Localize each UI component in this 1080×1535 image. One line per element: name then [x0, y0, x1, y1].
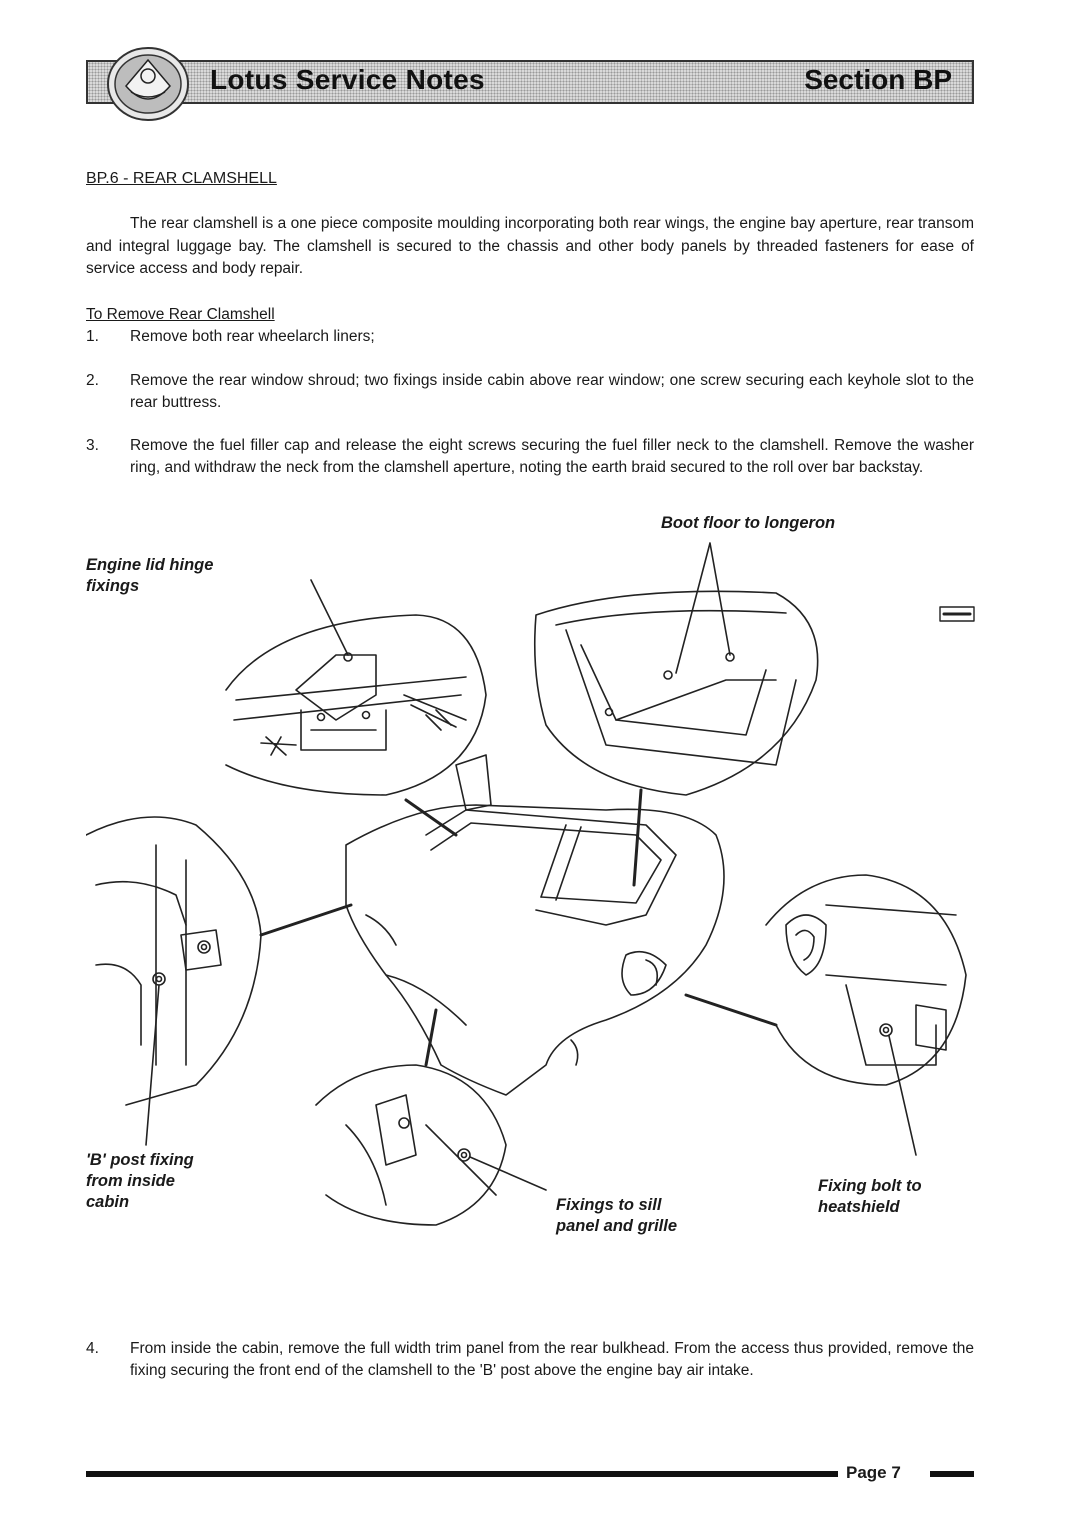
callout-line: from inside [86, 1172, 175, 1190]
step-number: 1. [86, 328, 99, 345]
footer-rule-left [86, 1471, 838, 1477]
header-title: Lotus Service Notes [210, 64, 485, 95]
rear-clamshell-diagram [86, 542, 975, 1226]
step-number: 3. [86, 437, 99, 454]
callout-boot-floor: Boot floor to longeron [661, 514, 836, 532]
step-text: Remove both rear wheelarch liners; [130, 328, 375, 345]
step-text: Remove the fuel filler cap and release t… [130, 437, 974, 476]
step-text: Remove the rear window shroud; two fixin… [130, 372, 974, 411]
callout-line: panel and grille [556, 1217, 678, 1235]
step-2: 2. Remove the rear window shroud; two fi… [86, 370, 974, 413]
header-section: Section BP [804, 64, 952, 95]
leader-hinge-to-body [404, 798, 458, 837]
inset-boot-floor [533, 542, 819, 796]
callout-line: Fixing bolt to [818, 1177, 922, 1195]
step-3: 3. Remove the fuel filler cap and releas… [86, 435, 974, 478]
step-number: 2. [86, 372, 99, 389]
part-number-box [939, 606, 975, 622]
callout-sill: Fixings to sill panel and grille [556, 1195, 677, 1237]
leader-bpost-to-body [259, 903, 353, 937]
step-1: 1. Remove both rear wheelarch liners; [86, 326, 974, 348]
step-number: 4. [86, 1340, 99, 1357]
clamshell-body [345, 754, 725, 1096]
callout-line: Engine lid hinge [86, 556, 214, 574]
inset-b-post [86, 816, 262, 1146]
step-text: From inside the cabin, remove the full w… [130, 1340, 974, 1379]
header-bar [86, 60, 974, 104]
callout-engine-lid: Engine lid hinge fixings [86, 555, 213, 597]
callout-line: cabin [86, 1193, 130, 1211]
leader-boot-to-body [632, 788, 643, 887]
footer-rule-right [930, 1471, 974, 1477]
step-4: 4. From inside the cabin, remove the ful… [86, 1338, 974, 1381]
callout-line: 'B' post fixing [86, 1151, 194, 1169]
intro-paragraph: The rear clamshell is a one piece compos… [86, 215, 974, 277]
page-number: Page 7 [846, 1463, 901, 1482]
inset-heatshield [765, 874, 967, 1156]
leader-heatshield-to-body [684, 993, 778, 1027]
callout-heatshield: Fixing bolt to heatshield [818, 1176, 922, 1218]
procedure-title: To Remove Rear Clamshell [86, 306, 275, 323]
inset-sill [315, 1064, 547, 1226]
section-heading: BP.6 - REAR CLAMSHELL [86, 170, 277, 187]
callout-line: heatshield [818, 1198, 900, 1216]
leader-sill-to-body [424, 1008, 438, 1067]
callout-line: Fixings to sill [556, 1196, 662, 1214]
callout-line: fixings [86, 577, 140, 595]
callout-b-post: 'B' post fixing from inside cabin [86, 1150, 194, 1213]
lotus-logo-icon [107, 47, 189, 121]
leader-engine-lid [310, 579, 349, 656]
inset-engine-lid-hinge [225, 614, 487, 796]
